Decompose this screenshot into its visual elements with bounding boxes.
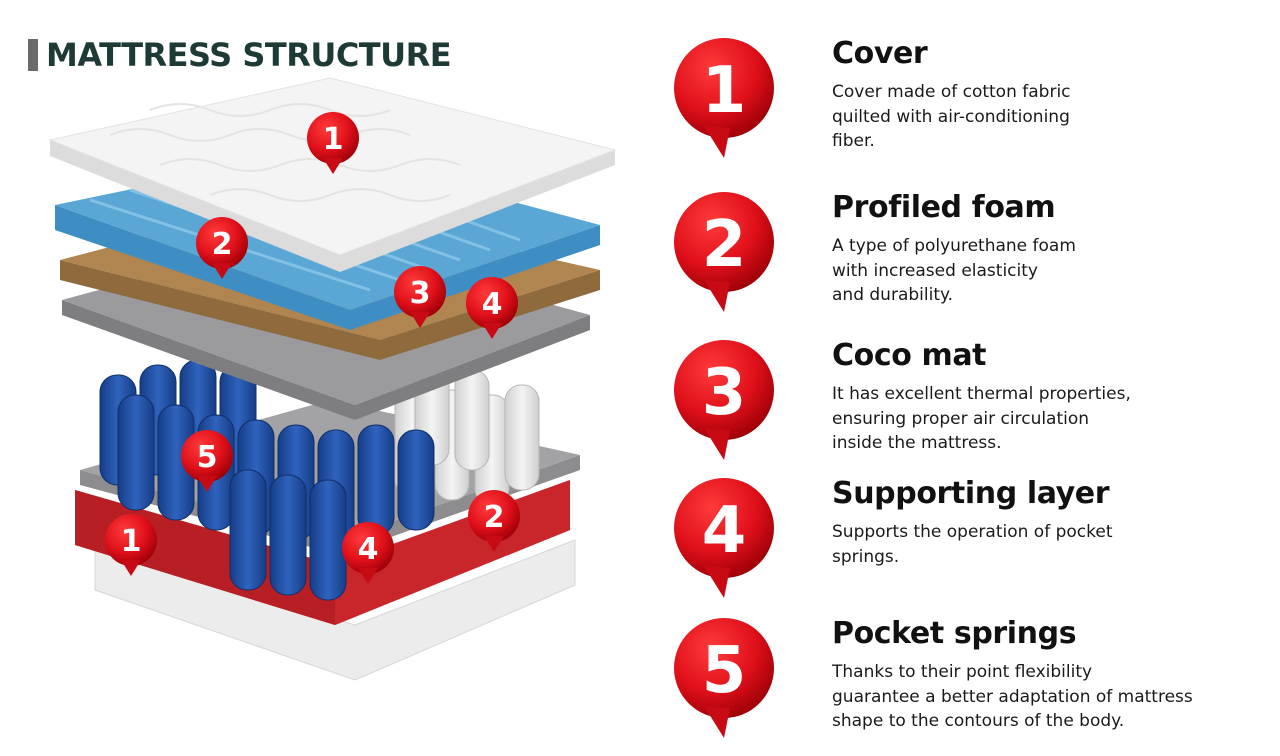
legend-item-profiled-foam: 2 Profiled foam A type of polyurethane f… <box>668 190 1268 330</box>
illustration-marker-1b: 1 <box>105 514 157 576</box>
mattress-illustration: 1 2 3 4 5 1 2 4 <box>48 77 617 681</box>
description-line: springs. <box>832 546 900 567</box>
title-accent-bar <box>28 39 38 71</box>
number-pin-icon: 5 <box>674 618 774 738</box>
description-line: Cover made of cotton fabric <box>832 82 1071 102</box>
legend-heading: Pocket springs <box>832 616 1077 651</box>
description-line: guarantee a better adaptation of mattres… <box>832 686 1193 707</box>
legend-heading: Coco mat <box>832 338 987 373</box>
svg-text:4: 4 <box>702 494 747 568</box>
svg-text:4: 4 <box>482 287 503 322</box>
legend-description: Supports the operation of pocket springs… <box>832 520 1252 569</box>
legend-heading: Profiled foam <box>832 190 1056 225</box>
svg-text:1: 1 <box>323 122 344 157</box>
svg-text:5: 5 <box>197 440 218 475</box>
svg-text:3: 3 <box>702 356 747 430</box>
svg-text:5: 5 <box>702 634 747 708</box>
svg-text:2: 2 <box>702 208 747 282</box>
number-pin-icon: 4 <box>674 478 774 598</box>
illustration-marker-4b: 4 <box>342 522 394 584</box>
legend-description: A type of polyurethane foam with increas… <box>832 234 1252 308</box>
svg-text:4: 4 <box>358 532 379 567</box>
description-line: inside the mattress. <box>832 433 1002 453</box>
illustration-marker-3: 3 <box>394 266 446 328</box>
description-line: with increased elasticity <box>832 260 1038 281</box>
svg-text:2: 2 <box>212 227 233 262</box>
bottom-base-layer <box>94 539 576 681</box>
legend-item-coco-mat: 3 Coco mat It has excellent thermal prop… <box>668 338 1268 478</box>
description-line: Thanks to their point flexibility <box>832 662 1093 682</box>
page-title-group: MATTRESS STRUCTURE <box>28 36 452 74</box>
legend-description: It has excellent thermal properties, ens… <box>832 382 1252 456</box>
description-line: and durability. <box>832 285 954 305</box>
illustration-marker-5: 5 <box>181 430 233 492</box>
legend-description: Thanks to their point flexibility guaran… <box>832 660 1252 734</box>
description-line: It has excellent thermal properties, <box>832 384 1131 404</box>
number-pin-icon: 2 <box>674 192 774 312</box>
svg-text:1: 1 <box>121 524 142 559</box>
description-line: fiber. <box>832 131 875 151</box>
page-title: MATTRESS STRUCTURE <box>46 36 452 74</box>
number-pin-icon: 1 <box>674 38 774 158</box>
description-line: quilted with air-conditioning <box>832 106 1070 127</box>
description-line: Supports the operation of pocket <box>832 522 1113 542</box>
illustration-marker-4: 4 <box>466 277 518 339</box>
legend-list: 1 Cover Cover made of cotton fabric quil… <box>668 0 1280 743</box>
svg-text:2: 2 <box>484 500 505 535</box>
legend-heading: Supporting layer <box>832 476 1110 511</box>
legend-heading: Cover <box>832 36 928 71</box>
description-line: shape to the contours of the body. <box>832 711 1125 731</box>
legend-description: Cover made of cotton fabric quilted with… <box>832 80 1252 154</box>
svg-text:1: 1 <box>702 54 747 128</box>
number-pin-icon: 3 <box>674 340 774 460</box>
illustration-marker-2: 2 <box>196 217 248 279</box>
description-line: A type of polyurethane foam <box>832 236 1076 256</box>
svg-text:3: 3 <box>410 276 431 311</box>
legend-item-cover: 1 Cover Cover made of cotton fabric quil… <box>668 36 1268 176</box>
illustration-marker-2b: 2 <box>468 490 520 552</box>
legend-item-pocket-springs: 5 Pocket springs Thanks to their point f… <box>668 616 1268 756</box>
legend-item-supporting-layer: 4 Supporting layer Supports the operatio… <box>668 476 1268 616</box>
pocket-springs-block <box>99 359 540 601</box>
description-line: ensuring proper air circulation <box>832 408 1090 429</box>
illustration-marker-1: 1 <box>307 112 359 174</box>
